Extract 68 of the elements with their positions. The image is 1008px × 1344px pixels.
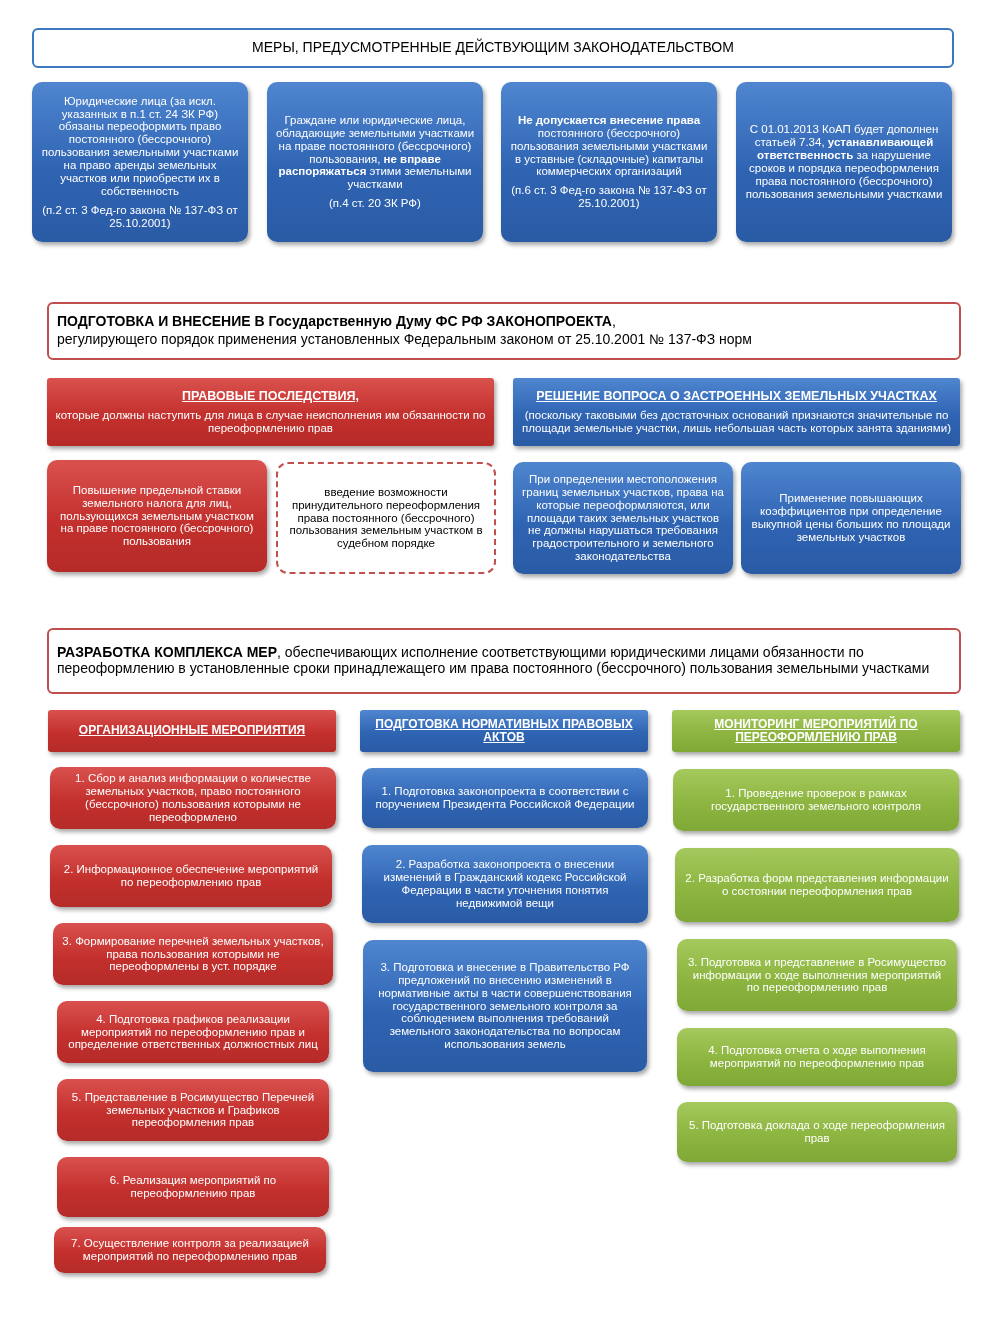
- card-text: Повышение предельной ставки земельного налога для лиц, пользующихся земельным участком на праве постоянного (бессрочного) пользования: [59, 483, 255, 549]
- card-text: 5. Представление в Росимущество Перечней земельных участков и Графиков переоформления прав: [70, 1090, 316, 1130]
- card-text: 1. Проведение проверок в рамках государственного земельного контроля: [709, 787, 923, 813]
- card-text: 4. Подготовка отчета о ходе выполнения мероприятий по переоформлению прав: [707, 1044, 927, 1070]
- task-card: [57, 1079, 329, 1141]
- card-text: 3. Подготовка и представление в Росимущество информации о ходе выполнения мероприятий по переоформлению прав: [686, 955, 948, 995]
- card-text: 6. Реализация мероприятий по переоформлению прав: [108, 1174, 278, 1200]
- category-header: [47, 378, 494, 446]
- card-text: МЕРЫ, ПРЕДУСМОТРЕННЫЕ ДЕЙСТВУЮЩИМ ЗАКОНОДАТЕЛЬСТВОМ: [252, 40, 734, 56]
- card-text: 2. Разработка законопроекта о внесении изменений в Гражданский кодекс Российской Федерации в части уточнения понятия недвижимой вещи: [382, 858, 628, 910]
- task-card: [362, 768, 648, 828]
- task-card: [54, 1227, 326, 1273]
- card-text: 1. Сбор и анализ информации о количестве земельных участков, право постоянного (бессрочного) пользования которыми не переоформлено: [74, 772, 312, 824]
- card-text: 3. Формирование перечней земельных участков, права пользования которыми не переоформлены в уст. порядке: [61, 934, 325, 974]
- info-card: [736, 82, 952, 242]
- dashed-measure-card: [276, 462, 496, 574]
- task-card: [677, 1102, 957, 1162]
- card-text: При определении местоположения границ земельных участков, права на которые переоформляются, или площади таких земельных участков не должны нарушаться требования градостроительного и земельного законодательства: [521, 472, 725, 564]
- note-text: регулирующего порядок применения установленных Федеральным законом от 25.10.2001 № 137-ФЗ норм: [57, 332, 752, 348]
- card-text: ПОДГОТОВКА И ВНЕСЕНИЕ В Государственную Думу ФС РФ ЗАКОНОПРОЕКТА,: [57, 314, 616, 330]
- measure-card: [741, 462, 961, 574]
- card-text: РЕШЕНИЕ ВОПРОСА О ЗАСТРОЕННЫХ ЗЕМЕЛЬНЫХ УЧАСТКАХ: [536, 389, 937, 404]
- task-card: [673, 769, 959, 831]
- info-card: [267, 82, 483, 242]
- note-text: (п.2 ст. 3 Фед-го закона № 137-ФЗ от 25.10.2001): [41, 203, 239, 230]
- card-text: Применение повышающих коэффициентов при определение выкупной цены больших по площади земельных участков: [750, 492, 952, 544]
- card-text: МОНИТОРИНГ МЕРОПРИЯТИЙ ПО ПЕРЕОФОРМЛЕНИЮ ПРАВ: [713, 717, 919, 745]
- column-header: [672, 710, 960, 752]
- task-card: [362, 845, 648, 923]
- card-text: Граждане или юридические лица, обладающие земельными участками на праве постоянного (бессрочного) пользования, не вправе распоряжаться этими земельными участками: [275, 113, 475, 192]
- task-card: [363, 940, 647, 1072]
- note-text: (п.6 ст. 3 Фед-го закона № 137-ФЗ от 25.10.2001): [510, 184, 708, 211]
- card-text: 4. Подготовка графиков реализации мероприятий по переоформлению прав и определение ответственных должностных лиц: [67, 1012, 319, 1052]
- card-text: ПРАВОВЫЕ ПОСЛЕДСТВИЯ,: [182, 389, 359, 404]
- card-text: 2. Информационное обеспечение мероприятий по переоформлению прав: [62, 863, 320, 889]
- note-text: (п.4 ст. 20 ЗК РФ): [329, 197, 421, 211]
- card-text: ПОДГОТОВКА НОРМАТИВНЫХ ПРАВОВЫХ АКТОВ: [374, 717, 634, 745]
- column-header: [48, 710, 336, 752]
- card-text: Юридические лица (за искл. указанных в п.1 ст. 24 ЗК РФ) обязаны переоформить право постоянного (бессрочного) пользования земельными участками на право аренды земельных участков или приобрести их в собственность: [40, 94, 240, 198]
- card-text: 1. Подготовка законопроекта в соответствии с поручением Президента Российской Федерации: [374, 785, 636, 811]
- note-text: (поскольку таковыми без достаточных оснований признаются значительные по площади земельные участки, лишь небольшая часть которых занята зданиями): [521, 409, 952, 435]
- card-text: введение возможности принудительного переоформления права постоянного (бессрочного) пользования земельным участком в судебном порядке: [288, 485, 484, 551]
- note-text: которые должны наступить для лица в случае неисполнения им обязанности по переоформлению прав: [55, 409, 486, 435]
- card-text: 2. Разработка форм представления информации о состоянии переоформления прав: [684, 872, 950, 898]
- category-header: [513, 378, 960, 446]
- card-text: 3. Подготовка и внесение в Правительство РФ предложений по внесению изменений в нормативные акты в части совершенствования государственного земельного контроля за соблюдением выполнения требований земельного законодательства по вопросам использования земель: [377, 960, 633, 1052]
- title-banner: [32, 28, 954, 68]
- task-card: [50, 845, 332, 907]
- task-card: [677, 1028, 957, 1086]
- card-text: 7. Осуществление контроля за реализацией мероприятий по переоформлению прав: [70, 1237, 310, 1263]
- column-header: [360, 710, 648, 752]
- measure-card: [513, 462, 733, 574]
- task-card: [675, 848, 959, 922]
- info-card: [501, 82, 717, 242]
- card-text: РАЗРАБОТКА КОМПЛЕКСА МЕР, обеспечивающих исполнение соответствующими юридическими лицами обязанности по переоформлению в установленные сроки принадлежащего им права постоянного (бессрочного) пользования земельными участками: [57, 645, 931, 677]
- task-card: [677, 939, 957, 1011]
- info-card: [32, 82, 248, 242]
- section-banner: [47, 628, 961, 694]
- task-card: [50, 767, 336, 829]
- task-card: [53, 923, 333, 985]
- section-banner: [47, 302, 961, 360]
- card-text: ОРГАНИЗАЦИОННЫЕ МЕРОПРИЯТИЯ: [78, 724, 306, 738]
- card-text: С 01.01.2013 КоАП будет дополнен статьей 7.34, устанавливающей ответственность за нарушение сроков и порядка переоформления права постоянного (бессрочного) пользования земельными участками: [744, 123, 944, 201]
- task-card: [57, 1157, 329, 1217]
- card-text: Не допускается внесение права постоянного (бессрочного) пользования земельными участками в уставные (складочные) капиталы коммерческих организаций: [509, 113, 709, 179]
- measure-card: [47, 460, 267, 572]
- task-card: [57, 1001, 329, 1063]
- card-text: 5. Подготовка доклада о ходе переоформления прав: [688, 1119, 946, 1145]
